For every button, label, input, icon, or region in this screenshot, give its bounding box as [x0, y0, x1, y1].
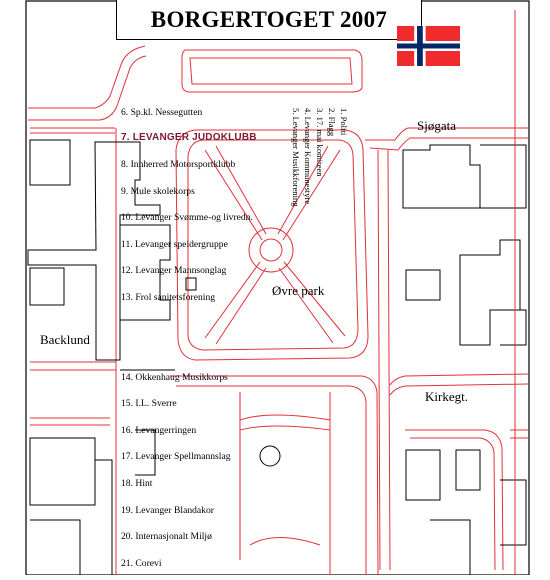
parade-item-18: 18. Hint	[121, 478, 153, 489]
parade-item-19: 19. Levanger Blandakor	[121, 505, 214, 516]
street-label-sjogata: Sjøgata	[417, 118, 456, 133]
parade-list-vertical: 1. Politi 2. Flagg 3. 17. mai komiteen 4…	[283, 108, 353, 248]
parade-item-11: 11. Levanger speidergruppe	[121, 239, 228, 250]
parade-item-8: 8. Innherred Motorsportklubb	[121, 159, 236, 170]
parade-item-17: 17. Levanger Spellmannslag	[121, 451, 231, 462]
buildings	[27, 139, 527, 575]
parade-item-13: 13. Frol sanitetsforening	[121, 292, 216, 303]
parade-item-12: 12. Levanger Mannsonglag	[121, 265, 227, 276]
parade-item-5: 5. Levanger Musikkforening	[291, 108, 301, 207]
area-label-backlund: Backlund	[40, 332, 90, 347]
parade-item-21: 21. Corevi	[121, 558, 162, 569]
parade-item-20: 20. Internasjonalt Miljø	[121, 531, 212, 542]
parade-item-3: 3. 17. mai komiteen	[315, 108, 325, 177]
parade-item-10: 10. Levanger Svømme-og livredn.	[121, 212, 253, 223]
area-label-ovre-park: Øvre park	[272, 283, 325, 298]
parade-item-4: 4. Levanger Kommunestyre	[303, 108, 313, 205]
parade-item-15: 15. I.L. Sverre	[121, 398, 177, 409]
roads	[28, 45, 529, 576]
parade-item-16: 16. Levangerringen	[121, 425, 197, 436]
norwegian-flag-icon	[397, 26, 460, 66]
map-title-box: BORGERTOGET 2007	[116, 0, 422, 40]
parade-item-9: 9. Mule skolekorps	[121, 186, 195, 197]
map-title: BORGERTOGET 2007	[150, 6, 388, 32]
parade-item-14: 14. Okkenhaug Musikkorps	[121, 372, 228, 383]
parade-item-2: 2. Flagg	[327, 108, 337, 137]
parade-item-6: 6. Sp.kl. Nessegutten	[121, 107, 203, 118]
parade-item-1: 1. Politi	[339, 108, 349, 136]
parade-item-7: 7. LEVANGER JUDOKLUBB	[121, 132, 257, 143]
street-label-kirkegt: Kirkegt.	[425, 389, 468, 404]
